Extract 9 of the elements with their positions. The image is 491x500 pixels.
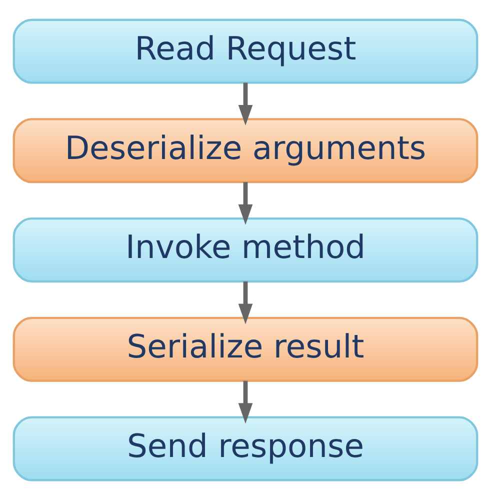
arrow bbox=[238, 182, 253, 225]
arrow bbox=[238, 380, 253, 424]
node-box: Deserialize arguments bbox=[12, 118, 478, 184]
node-box: Serialize result bbox=[12, 316, 478, 382]
arrow bbox=[238, 281, 253, 324]
node-box: Send response bbox=[12, 416, 478, 482]
arrow bbox=[238, 82, 253, 126]
node-box: Read Request bbox=[12, 18, 478, 84]
node-box: Invoke method bbox=[12, 217, 478, 283]
